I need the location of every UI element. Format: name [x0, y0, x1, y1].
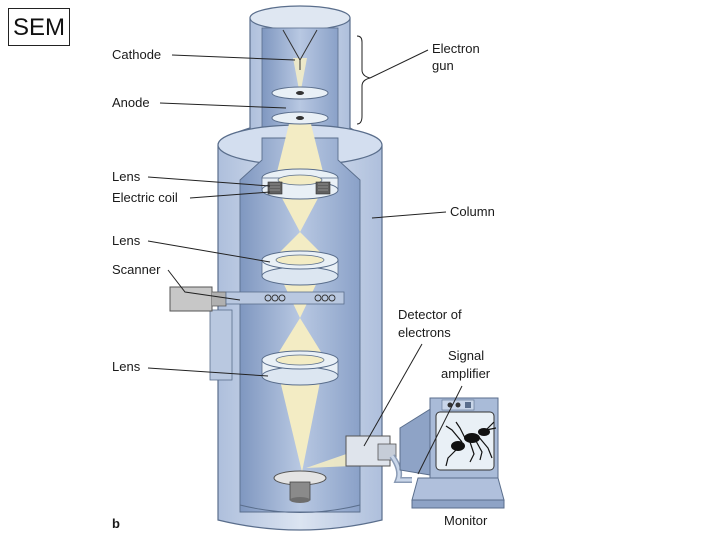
- electric-coil: [267, 181, 331, 195]
- electron-detector: [306, 435, 412, 483]
- figure-letter: b: [112, 516, 120, 531]
- label-signal-line1: Signal: [448, 348, 484, 363]
- label-detector-line1: Detector of: [398, 307, 462, 322]
- label-anode: Anode: [112, 95, 150, 110]
- label-lens-middle: Lens: [112, 233, 141, 248]
- label-signal-line2: amplifier: [441, 366, 491, 381]
- scanner: [169, 286, 345, 312]
- labels: Cathode Anode Lens Electric coil Lens Sc…: [112, 41, 495, 531]
- label-lens-bottom: Lens: [112, 359, 141, 374]
- electron-gun-housing: [249, 5, 351, 141]
- anode-plates: [271, 86, 329, 125]
- label-lens-top: Lens: [112, 169, 141, 184]
- label-column: Column: [450, 204, 495, 219]
- label-electric-coil: Electric coil: [112, 190, 178, 205]
- label-monitor: Monitor: [444, 513, 488, 528]
- label-electron-gun-line1: Electron: [432, 41, 480, 56]
- label-detector-line2: electrons: [398, 325, 451, 340]
- label-cathode: Cathode: [112, 47, 161, 62]
- ant-image: [445, 421, 497, 467]
- label-scanner: Scanner: [112, 262, 161, 277]
- monitor: [399, 397, 505, 509]
- leader-lines: [147, 35, 463, 475]
- label-electron-gun-line2: gun: [432, 58, 454, 73]
- specimen-stage: [273, 470, 327, 503]
- sem-title-badge: SEM: [8, 8, 70, 46]
- lens-bottom: [261, 350, 339, 386]
- lens-middle: [261, 250, 339, 286]
- cathode-filament: [282, 29, 318, 70]
